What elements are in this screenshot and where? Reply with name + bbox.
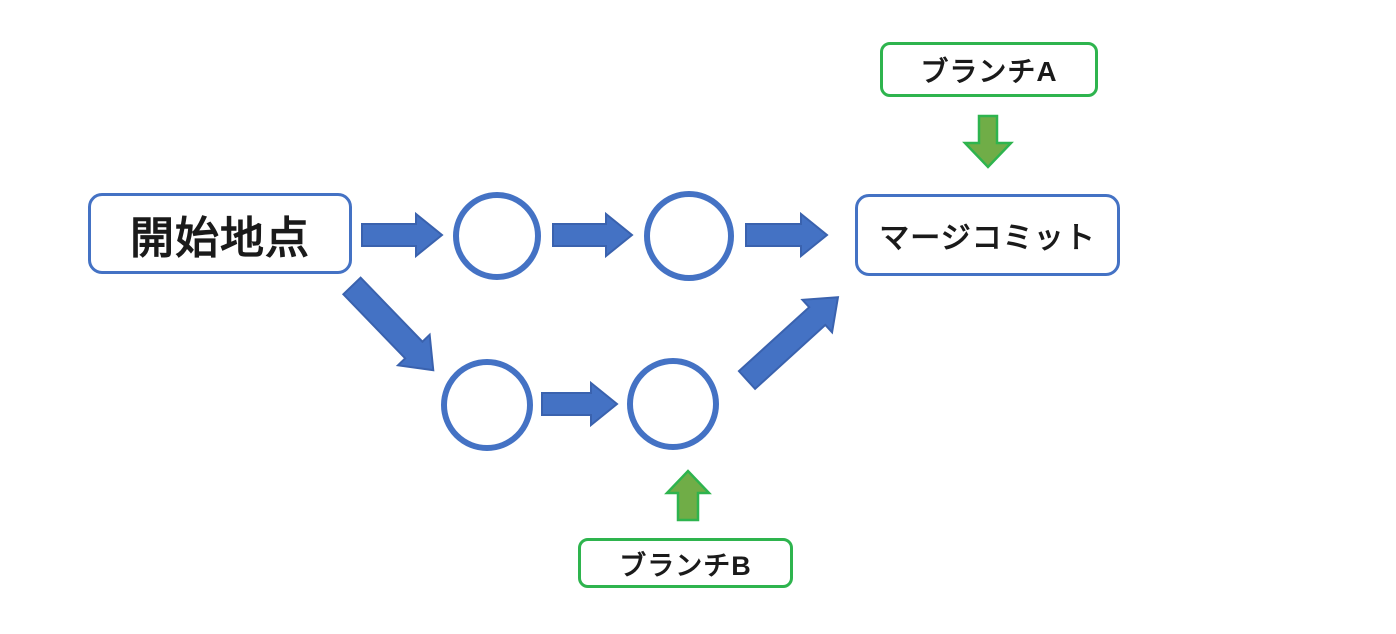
arrow-branch-b-to-merge-diagonal — [737, 296, 840, 391]
arrow-commit-b1-to-b2 — [541, 380, 619, 428]
branch-a-node: ブランチA — [880, 42, 1098, 97]
commit-circle-b1 — [441, 359, 533, 451]
commit-circle-a1 — [453, 192, 541, 280]
merge-commit-node: マージコミット — [855, 194, 1120, 276]
branch-b-up-arrow — [664, 469, 712, 522]
merge-commit-label: マージコミット — [879, 222, 1096, 255]
start-point-node: 開始地点 — [88, 193, 352, 274]
arrow-start-to-branch-b-diagonal — [341, 276, 435, 372]
start-point-label: 開始地点 — [130, 213, 310, 263]
commit-circle-b2 — [627, 358, 719, 450]
branch-a-label: ブランチA — [920, 55, 1058, 87]
branch-a-down-arrow — [962, 114, 1014, 169]
arrow-start-to-commit-a1 — [361, 211, 444, 259]
commit-circle-a2 — [644, 191, 734, 281]
branch-b-label: ブランチB — [619, 550, 752, 581]
arrow-commit-a1-to-a2 — [552, 211, 634, 259]
arrow-commit-a2-to-merge — [745, 211, 829, 259]
branch-b-node: ブランチB — [578, 538, 793, 588]
